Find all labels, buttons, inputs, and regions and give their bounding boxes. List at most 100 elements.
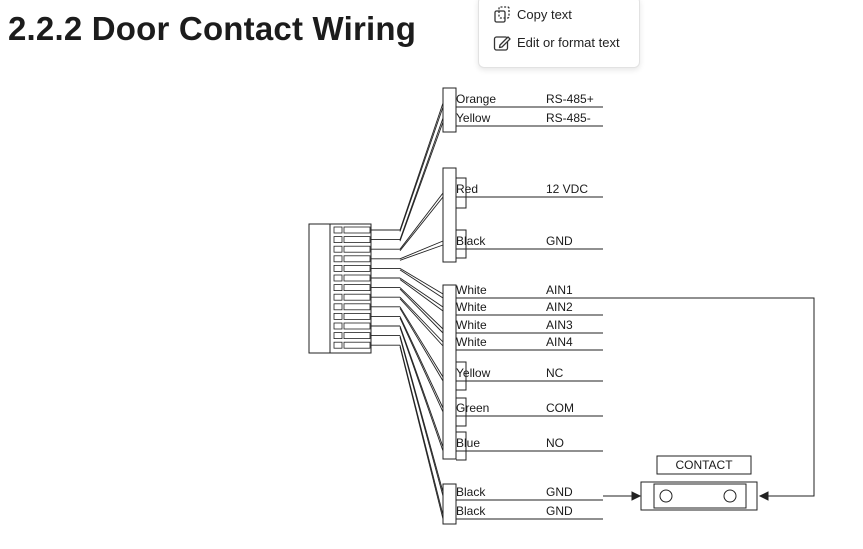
fan-wire	[399, 346, 444, 520]
connector-pin	[333, 264, 343, 272]
fan-wire	[399, 316, 444, 409]
fan-wire	[399, 335, 444, 493]
wire-color-label: White	[456, 283, 487, 297]
wire-signal-label: NO	[546, 436, 564, 450]
diagram-frames	[308, 87, 467, 525]
fan-wire	[399, 240, 444, 260]
contact-label-box	[656, 455, 752, 475]
wire-color-label: Black	[456, 234, 486, 248]
wire-signal-label: AIN3	[546, 318, 573, 332]
arrow-head	[758, 491, 769, 501]
harness-bracket	[442, 167, 457, 263]
wire-color-label: Black	[456, 504, 486, 518]
copy-text-icon	[494, 6, 510, 23]
connector-pin-slot	[343, 284, 371, 292]
connector-pin-slot	[343, 322, 371, 330]
fan-wire	[399, 288, 444, 334]
wire-color-label: Blue	[456, 436, 480, 450]
connector-pin	[333, 293, 343, 301]
copy-text-menu-item[interactable]: Copy text	[479, 1, 639, 29]
harness-bracket	[442, 87, 457, 133]
harness-notch	[456, 431, 467, 461]
connector-pin	[333, 303, 343, 311]
wire-signal-label: AIN1	[546, 283, 573, 297]
fan-wire	[399, 298, 444, 347]
fan-wire	[399, 196, 444, 251]
connector-pin	[333, 226, 343, 234]
fan-wire	[399, 327, 444, 452]
wire-signal-label: AIN4	[546, 335, 573, 349]
contact-inner	[653, 483, 747, 509]
contact-label: CONTACT	[675, 458, 733, 472]
harness-bracket	[442, 284, 457, 460]
contact-screw	[659, 489, 673, 503]
harness-notch	[456, 361, 467, 391]
wire-signal-label: RS-485+	[546, 92, 594, 106]
contact-body	[640, 481, 758, 511]
wire-color-label: White	[456, 300, 487, 314]
ain1-return-wire	[603, 297, 815, 497]
connector-pin-slot	[343, 236, 371, 244]
connector-pin-slot	[343, 226, 371, 234]
door-contact: CONTACT	[603, 297, 815, 511]
edit-text-label: Edit or format text	[517, 35, 620, 50]
connector-pin	[333, 274, 343, 282]
wire-signal-label: AIN2	[546, 300, 573, 314]
wire-color-label: Orange	[456, 92, 496, 106]
fan-wire	[399, 269, 444, 299]
contact-screw	[723, 489, 737, 503]
fan-wire	[399, 317, 444, 413]
connector-pin	[333, 332, 343, 340]
wire-signal-label: GND	[546, 504, 573, 518]
wire-color-label: White	[456, 335, 487, 349]
harness-notch	[456, 397, 467, 427]
wire-color-label: Green	[456, 401, 489, 415]
fan-wire	[399, 106, 444, 232]
wire-signal-label: RS-485-	[546, 111, 591, 125]
connector-pin-slot	[343, 341, 371, 349]
fan-wire	[399, 308, 444, 382]
fan-wire	[399, 268, 444, 295]
fan-wire	[399, 296, 444, 343]
harness-notch	[456, 229, 467, 259]
fan-wire	[399, 336, 444, 497]
connector-pin	[333, 245, 343, 253]
wire-color-label: White	[456, 318, 487, 332]
fan-wire	[399, 325, 444, 448]
wire-signal-label: 12 VDC	[546, 182, 588, 196]
connector-pin	[333, 322, 343, 330]
harness-notch	[456, 177, 467, 209]
fan-wire	[399, 287, 444, 330]
wire-fan	[371, 102, 444, 520]
connector-pin-slot	[343, 264, 371, 272]
fan-wire	[399, 244, 444, 261]
harness-bracket	[442, 483, 457, 525]
fan-wire	[399, 279, 444, 312]
wire-color-label: Yellow	[456, 366, 491, 380]
wire-signal-label: NC	[546, 366, 564, 380]
connector-pin-slot	[343, 255, 371, 263]
fan-wire	[399, 117, 444, 240]
edit-text-menu-item[interactable]: Edit or format text	[479, 29, 639, 57]
wire-labels: Orange RS-485+ Yellow RS-485- Red 12 VDC Black…	[456, 92, 594, 518]
fan-wire	[399, 306, 444, 378]
wire-signal-label: GND	[546, 234, 573, 248]
connector-pin	[333, 236, 343, 244]
fan-wire	[399, 192, 444, 250]
connector-block	[308, 223, 372, 354]
wire-color-label: Yellow	[456, 111, 491, 125]
edit-text-icon	[493, 36, 511, 51]
wire-color-label: Red	[456, 182, 478, 196]
connector-pin-slot	[343, 274, 371, 282]
connector-pin	[333, 284, 343, 292]
connector-pin	[333, 341, 343, 349]
arrow-head	[631, 491, 642, 501]
wire-color-label: Black	[456, 485, 486, 499]
wire-signal-label: COM	[546, 401, 574, 415]
connector-pin-slot	[343, 303, 371, 311]
connector-pin-slot	[343, 293, 371, 301]
connector-pin	[333, 255, 343, 263]
fan-wire	[399, 345, 444, 516]
page-title: 2.2.2 Door Contact Wiring	[8, 10, 417, 47]
